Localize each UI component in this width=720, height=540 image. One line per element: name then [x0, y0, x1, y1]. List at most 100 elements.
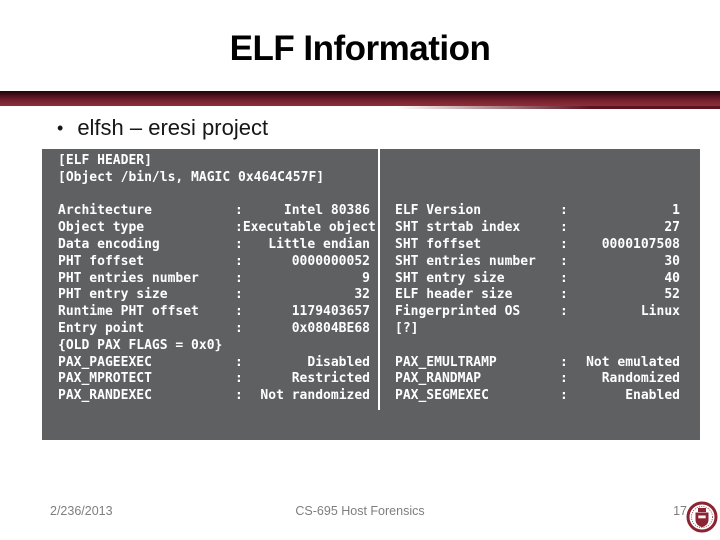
terminal-colon: : [235, 203, 243, 219]
terminal-text-line [395, 338, 403, 355]
bullet-item: • elfsh – eresi project [57, 115, 268, 141]
terminal-field-value: 0000000052 [291, 253, 370, 269]
terminal-field-label: PAX_PAGEEXEC [58, 354, 152, 370]
terminal-colon: : [235, 388, 243, 404]
terminal-colon: : [235, 253, 243, 269]
terminal-field-label: Architecture [58, 203, 152, 219]
terminal-row: PAX_RANDMAP: Randomized [395, 371, 680, 388]
terminal-row: SHT entry size: 40 [395, 271, 680, 288]
terminal-row: Data encoding: Little endian [58, 237, 370, 254]
terminal-colon: : [235, 287, 243, 303]
accent-band [0, 91, 720, 109]
terminal-field-value: 1179403657 [291, 304, 370, 320]
terminal-row: PAX_SEGMEXEC: Enabled [395, 388, 680, 405]
terminal-field-label: Object type [58, 220, 145, 236]
terminal-row: SHT strtab index: 27 [395, 220, 680, 237]
terminal-colon: : [235, 236, 243, 252]
terminal-left-column: [ELF HEADER] [Object /bin/ls, MAGIC 0x46… [58, 153, 376, 405]
terminal-row: SHT foffset: 0000107508 [395, 237, 680, 254]
elf-header-line: [ELF HEADER] [58, 153, 152, 168]
terminal-colon: : [560, 388, 568, 404]
terminal-colon: : [235, 220, 243, 236]
footer-course: CS-695 Host Forensics [295, 504, 425, 518]
terminal-field-label: PHT entry size [58, 287, 168, 303]
terminal-colon: : [560, 371, 568, 387]
terminal-field-label: SHT entry size [395, 270, 505, 286]
terminal-colon: : [560, 354, 568, 370]
terminal-row: PHT entries number: 9 [58, 271, 370, 288]
terminal-colon: : [560, 270, 568, 286]
terminal-text-line: [?] [395, 320, 419, 336]
terminal-colon: : [560, 220, 568, 236]
terminal-field-value: Intel 80386 [283, 203, 370, 219]
terminal-field-value: 0x0804BE68 [291, 320, 370, 336]
terminal-field-label: PAX_RANDMAP [395, 371, 482, 387]
terminal-field-value: 32 [354, 287, 370, 303]
terminal-row: {OLD PAX FLAGS = 0x0} [58, 338, 370, 355]
terminal-row: Fingerprinted OS: Linux [395, 304, 680, 321]
bullet-icon: • [57, 117, 64, 138]
university-seal-icon [686, 501, 718, 533]
terminal-field-label: PAX_SEGMEXEC [395, 388, 489, 404]
terminal-row: SHT entries number:30 [395, 254, 680, 271]
terminal-field-value: Little endian [268, 236, 370, 252]
terminal-field-label: SHT foffset [395, 236, 482, 252]
terminal-field-label: ELF header size [395, 287, 513, 303]
terminal-output-box: [ELF HEADER] [Object /bin/ls, MAGIC 0x46… [42, 149, 700, 440]
terminal-row [395, 338, 680, 355]
terminal-field-value: 9 [362, 270, 370, 286]
terminal-field-label: PAX_MPROTECT [58, 371, 152, 387]
terminal-row: Entry point: 0x0804BE68 [58, 321, 370, 338]
terminal-row: ELF header size: 52 [395, 287, 680, 304]
terminal-field-label: Fingerprinted OS [395, 304, 521, 320]
terminal-field-label: PAX_RANDEXEC [58, 388, 152, 404]
terminal-field-label: Runtime PHT offset [58, 304, 199, 320]
slide-number: 17 [673, 504, 687, 518]
terminal-field-label: PHT entries number [58, 270, 199, 286]
terminal-colon: : [235, 354, 243, 370]
terminal-row: PHT foffset:0000000052 [58, 254, 370, 271]
terminal-colon: : [235, 320, 243, 336]
terminal-row: [?] [395, 321, 680, 338]
terminal-row: PAX_EMULTRAMP: Not emulated [395, 355, 680, 372]
terminal-colon: : [560, 304, 568, 320]
terminal-field-value: Randomized [601, 371, 680, 387]
terminal-field-value: Disabled [307, 354, 370, 370]
column-divider [378, 149, 380, 410]
terminal-colon: : [235, 304, 243, 320]
terminal-row: Object type:Executable object [58, 220, 376, 237]
terminal-field-value: Enabled [625, 388, 680, 404]
terminal-colon: : [560, 287, 568, 303]
terminal-colon: : [560, 236, 568, 252]
terminal-row: Architecture: Intel 80386 [58, 203, 370, 220]
terminal-field-value: Linux [640, 304, 680, 320]
terminal-field-value: Not randomized [260, 388, 370, 404]
terminal-field-label: ELF Version [395, 203, 482, 219]
terminal-row: Runtime PHT offset: 1179403657 [58, 304, 370, 321]
terminal-field-label: SHT strtab index [395, 220, 521, 236]
terminal-field-value: 27 [664, 220, 680, 236]
terminal-field-value: 52 [664, 287, 680, 303]
terminal-row: ELF Version: 1 [395, 203, 680, 220]
terminal-colon: : [235, 371, 243, 387]
terminal-row: PHT entry size: 32 [58, 287, 370, 304]
terminal-row: PAX_RANDEXEC: Not randomized [58, 388, 370, 405]
terminal-colon: : [235, 270, 243, 286]
terminal-field-label: Entry point [58, 320, 145, 336]
terminal-row: PAX_MPROTECT:Restricted [58, 371, 370, 388]
terminal-field-value: Executable object [242, 220, 376, 236]
terminal-field-value: 0000107508 [601, 236, 680, 252]
terminal-field-value: 30 [664, 253, 680, 269]
terminal-colon: : [560, 203, 568, 219]
terminal-field-label: SHT entries number [395, 253, 536, 269]
object-magic-line: [Object /bin/ls, MAGIC 0x464C457F] [58, 169, 325, 185]
terminal-text-line: {OLD PAX FLAGS = 0x0} [58, 337, 223, 353]
footer-date: 2/236/2013 [50, 504, 113, 518]
terminal-field-label: PAX_EMULTRAMP [395, 354, 497, 370]
terminal-field-value: 40 [664, 270, 680, 286]
terminal-field-value: Not emulated [586, 354, 680, 370]
terminal-field-label: Data encoding [58, 236, 160, 252]
terminal-field-value: 1 [672, 203, 680, 219]
